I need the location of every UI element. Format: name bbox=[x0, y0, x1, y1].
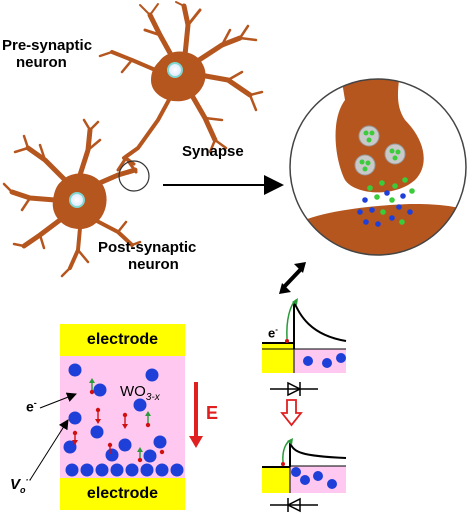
electron-symbol: e bbox=[26, 398, 34, 415]
pre-synaptic-label: Pre-synaptic neuron bbox=[2, 37, 93, 71]
material-subscript: 3-x bbox=[145, 392, 160, 403]
oxygen-vacancies bbox=[63, 363, 184, 477]
bottom-electrode bbox=[60, 478, 185, 510]
post-synaptic-label: Post-synaptic neuron bbox=[98, 239, 197, 273]
double-arrow-icon bbox=[279, 262, 306, 294]
material-base: WO bbox=[120, 383, 146, 400]
band-diagram-top bbox=[262, 298, 347, 397]
synapse-label: Synapse bbox=[182, 143, 244, 160]
post-synaptic-line2: neuron bbox=[128, 255, 179, 273]
device-stack bbox=[29, 324, 185, 510]
post-synaptic-line1: Post-synaptic bbox=[98, 239, 197, 256]
post-neuron-nucleus bbox=[69, 192, 85, 208]
electron-label: e- bbox=[26, 398, 37, 415]
bottom-electrode-label: electrode bbox=[86, 485, 159, 502]
band-electron-symbol: e bbox=[268, 325, 276, 341]
pre-synaptic-line1: Pre-synaptic bbox=[2, 37, 93, 54]
post-synaptic-neuron bbox=[2, 118, 142, 278]
electrons bbox=[72, 378, 165, 463]
vesicles bbox=[354, 125, 406, 176]
vacancy-pointer bbox=[29, 419, 69, 481]
top-electrode bbox=[60, 324, 185, 356]
vacancy-sup: ·· bbox=[25, 475, 32, 485]
transition-arrow bbox=[280, 399, 303, 427]
pre-synaptic-neuron bbox=[98, 1, 264, 174]
top-electrode-label: electrode bbox=[86, 331, 159, 348]
pre-neuron-nucleus bbox=[167, 62, 183, 78]
vacancy-label: Vo·· bbox=[10, 475, 32, 496]
vacancy-symbol: V bbox=[10, 476, 21, 493]
field-arrow bbox=[189, 382, 203, 448]
neurotransmitters bbox=[357, 177, 415, 227]
field-label: E bbox=[206, 403, 219, 423]
band-electron-label: e- bbox=[268, 325, 278, 341]
band-electron-sup: - bbox=[275, 325, 278, 334]
zoomed-synapse bbox=[289, 78, 467, 256]
synapse-highlight-circle bbox=[118, 160, 150, 192]
material-label: WO3-x bbox=[120, 383, 160, 403]
band-diagram-bottom bbox=[262, 438, 347, 513]
vacancy-sub: o bbox=[20, 485, 26, 495]
electron-pointer bbox=[39, 392, 77, 409]
pre-synaptic-line2: neuron bbox=[16, 53, 67, 71]
electron-sup: - bbox=[33, 398, 37, 408]
